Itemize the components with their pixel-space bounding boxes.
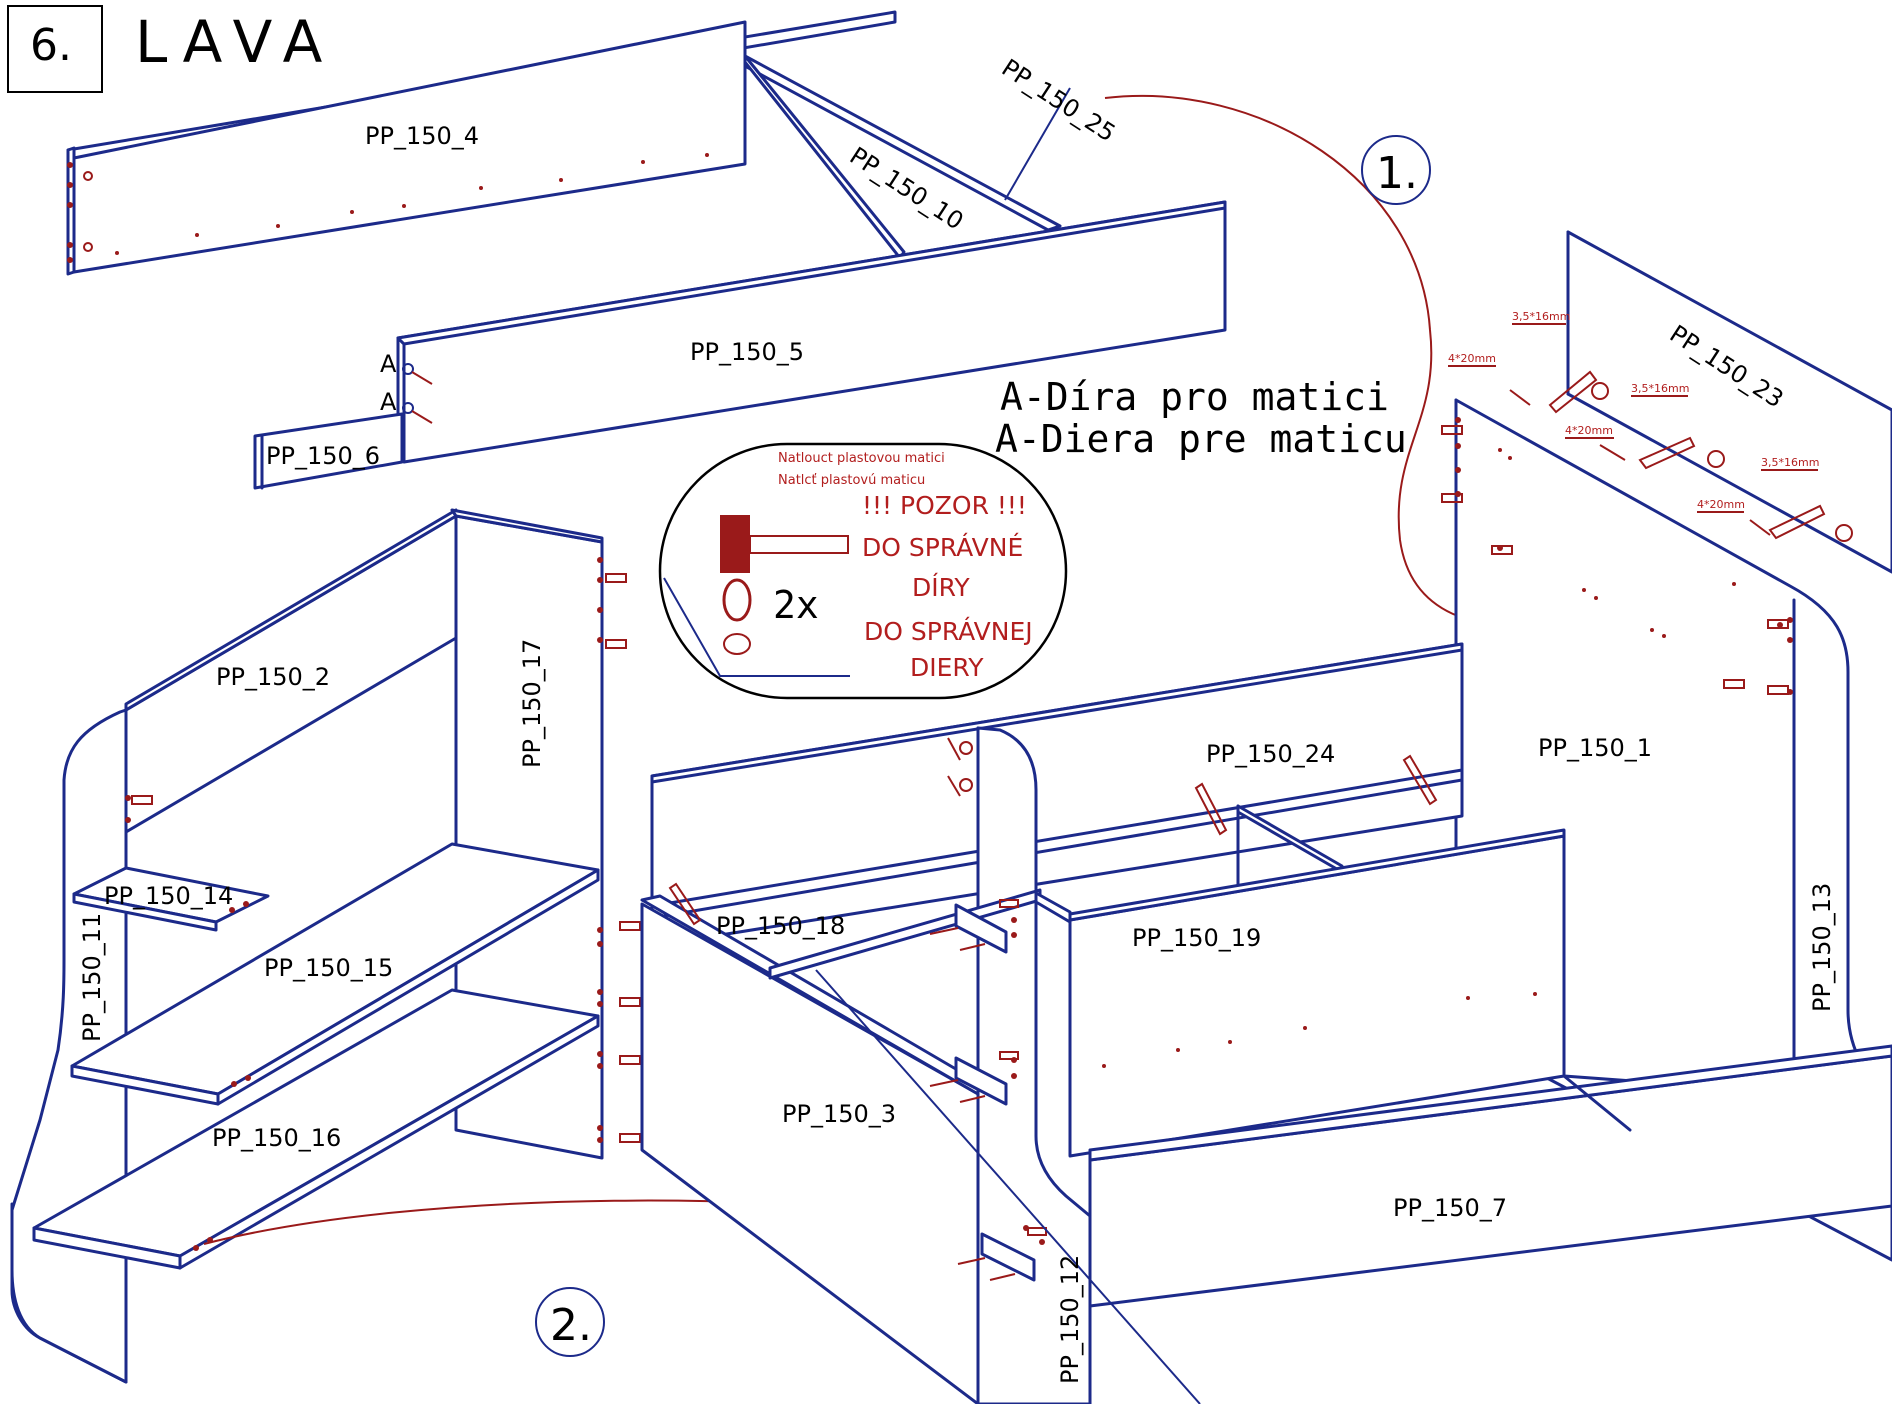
panel-top-edge-7: [1088, 1044, 1892, 1162]
warning-sk-1: DO SPRÁVNEJ: [864, 617, 1033, 646]
label-pp-150-10: PP_150_10: [845, 142, 969, 236]
step-2-shelf-group: 2.: [10, 508, 994, 1384]
label-pp-150-13: PP_150_13: [1808, 883, 1836, 1012]
label-pp-150-24: PP_150_24: [1206, 740, 1335, 768]
warning-panel-sketch: [663, 577, 850, 677]
leader-pp-150-25: [1004, 87, 1071, 201]
warning-alert: !!! POZOR !!!: [862, 491, 1027, 520]
hammer-handle-icon: [749, 535, 849, 554]
nut-marker-a2: A: [380, 388, 397, 416]
step-2-circle: [535, 1287, 605, 1357]
label-pp-150-19: PP_150_19: [1132, 924, 1261, 952]
label-pp-150-4: PP_150_4: [365, 122, 479, 150]
warning-callout: Natlouct plastovou matici Natlcť plastov…: [658, 442, 1068, 700]
label-pp-150-16: PP_150_16: [212, 1124, 341, 1152]
screw-size-4: 4*20mm: [1565, 424, 1613, 437]
label-pp-150-17: PP_150_17: [518, 639, 546, 768]
panel-top-edge-17: [450, 508, 604, 544]
screw-size-3: 3,5*16mm: [1631, 382, 1689, 395]
label-pp-150-6: PP_150_6: [266, 442, 380, 470]
step-number: 6.: [30, 20, 72, 71]
note-line-1: A-Díra pro matici: [1000, 375, 1389, 419]
bracket-lower: [980, 1232, 1036, 1282]
label-pp-150-18: PP_150_18: [716, 912, 845, 940]
bracket-middle: [954, 1056, 1008, 1106]
label-pp-150-14: PP_150_14: [104, 882, 233, 910]
connectors-pp-150-12: [668, 737, 1438, 1281]
pp-150-7-corner: [1562, 1074, 1632, 1132]
panel-top-edge-5: [396, 200, 1227, 346]
step-number-box: [7, 5, 103, 93]
step-2-base-group: [640, 642, 1892, 1404]
hole-pp-150-4-b: [83, 242, 93, 252]
brackets-pp-150-23: [1509, 370, 1853, 542]
hammer-head-icon: [720, 515, 750, 573]
holes-pp-150-4: [67, 153, 709, 263]
panel-pp-150-4: [72, 20, 747, 274]
nut-marker-a1: A: [380, 350, 397, 378]
spacer: [815, 969, 1201, 1404]
warning-hammer-sk: Natlcť plastovú maticu: [778, 473, 925, 488]
panel-side-16: [178, 1014, 600, 1270]
warning-cz-1: DO SPRÁVNÉ: [862, 533, 1023, 562]
label-pp-150-15: PP_150_15: [264, 954, 393, 982]
warning-quantity: 2x: [773, 583, 819, 627]
label-pp-150-25: PP_150_25: [997, 54, 1121, 148]
step-2-label: 2.: [550, 1300, 592, 1351]
nut-hole-a2-icon: [402, 402, 414, 414]
label-pp-150-2: PP_150_2: [216, 663, 330, 691]
panel-front-14: [72, 892, 218, 932]
plastic-nut-icon: [722, 578, 752, 622]
bracket-upper: [954, 903, 1008, 954]
screw-size-6: 4*20mm: [1697, 498, 1745, 511]
arrow-step-1: [1104, 94, 1581, 628]
panel-pp-150-3: [640, 902, 980, 1404]
label-pp-150-1: PP_150_1: [1538, 734, 1652, 762]
label-pp-150-5: PP_150_5: [690, 338, 804, 366]
panel-pp-150-6: [253, 412, 404, 490]
note-line-2: A-Diera pre maticu: [995, 417, 1407, 461]
label-pp-150-3: PP_150_3: [782, 1100, 896, 1128]
dowel-pins-pp-150-1-icon: [1441, 425, 1789, 695]
top-frame-group: A A: [66, 10, 1227, 490]
panel-top-edge-24: [650, 642, 1464, 784]
screw-size-2: 4*20mm: [1448, 352, 1496, 365]
warning-hammer-cz: Natlouct plastovou matici: [778, 451, 945, 466]
label-pp-150-12: PP_150_12: [1056, 1255, 1084, 1384]
panel-pp-150-12: [976, 726, 1092, 1404]
nut-target-hole-icon: [723, 633, 751, 655]
screw-size-1: 3,5*16mm: [1512, 310, 1570, 323]
panel-side-15: [216, 868, 600, 1106]
step-1-circle: [1361, 135, 1431, 205]
label-pp-150-11: PP_150_11: [78, 913, 106, 1042]
dowels-pp-150-17: [125, 557, 603, 1251]
holes-pp-150-19: [1011, 917, 1537, 1245]
hole-pp-150-4-a: [83, 171, 93, 181]
warning-sk-2: DIERY: [910, 653, 984, 682]
screw-a2-icon: [411, 410, 433, 424]
rail-19-stub: [1034, 891, 1072, 924]
screw-size-5: 3,5*16mm: [1761, 456, 1819, 469]
dowel-pins-pp-150-17-icon: [131, 573, 641, 1143]
screw-a1-icon: [411, 371, 433, 385]
step-1-label: 1.: [1376, 148, 1418, 199]
label-pp-150-7: PP_150_7: [1393, 1194, 1507, 1222]
nut-hole-a1-icon: [402, 363, 414, 375]
warning-cz-2: DÍRY: [912, 573, 970, 602]
page-title: LAVA: [135, 8, 336, 76]
